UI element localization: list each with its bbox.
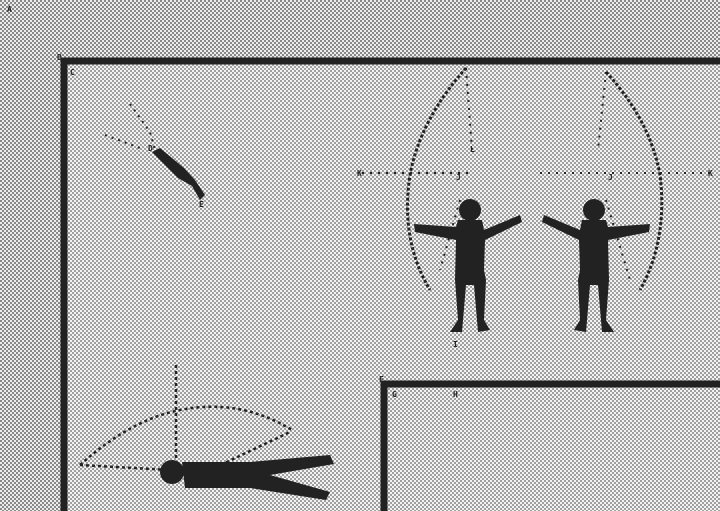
label-k-right: K (708, 169, 713, 178)
label-e: E (199, 200, 204, 209)
label-j-right: J (608, 173, 613, 182)
label-l: L (470, 145, 475, 154)
reach-arcs (362, 67, 712, 291)
label-i: I (453, 340, 458, 349)
label-f: F (379, 375, 384, 384)
lying-figure (79, 365, 334, 500)
label-j-left: J (456, 173, 461, 182)
small-figure (104, 103, 205, 200)
wall-line-bc (60, 57, 720, 511)
label-g: G (392, 390, 397, 399)
label-c: C (70, 68, 75, 77)
label-b: B (57, 53, 62, 62)
inner-room (385, 385, 720, 511)
label-h: H (453, 390, 458, 399)
label-k-left: K (357, 169, 362, 178)
label-d: D (148, 144, 153, 153)
wall-line-fg (380, 380, 720, 511)
label-a: A (7, 5, 12, 14)
